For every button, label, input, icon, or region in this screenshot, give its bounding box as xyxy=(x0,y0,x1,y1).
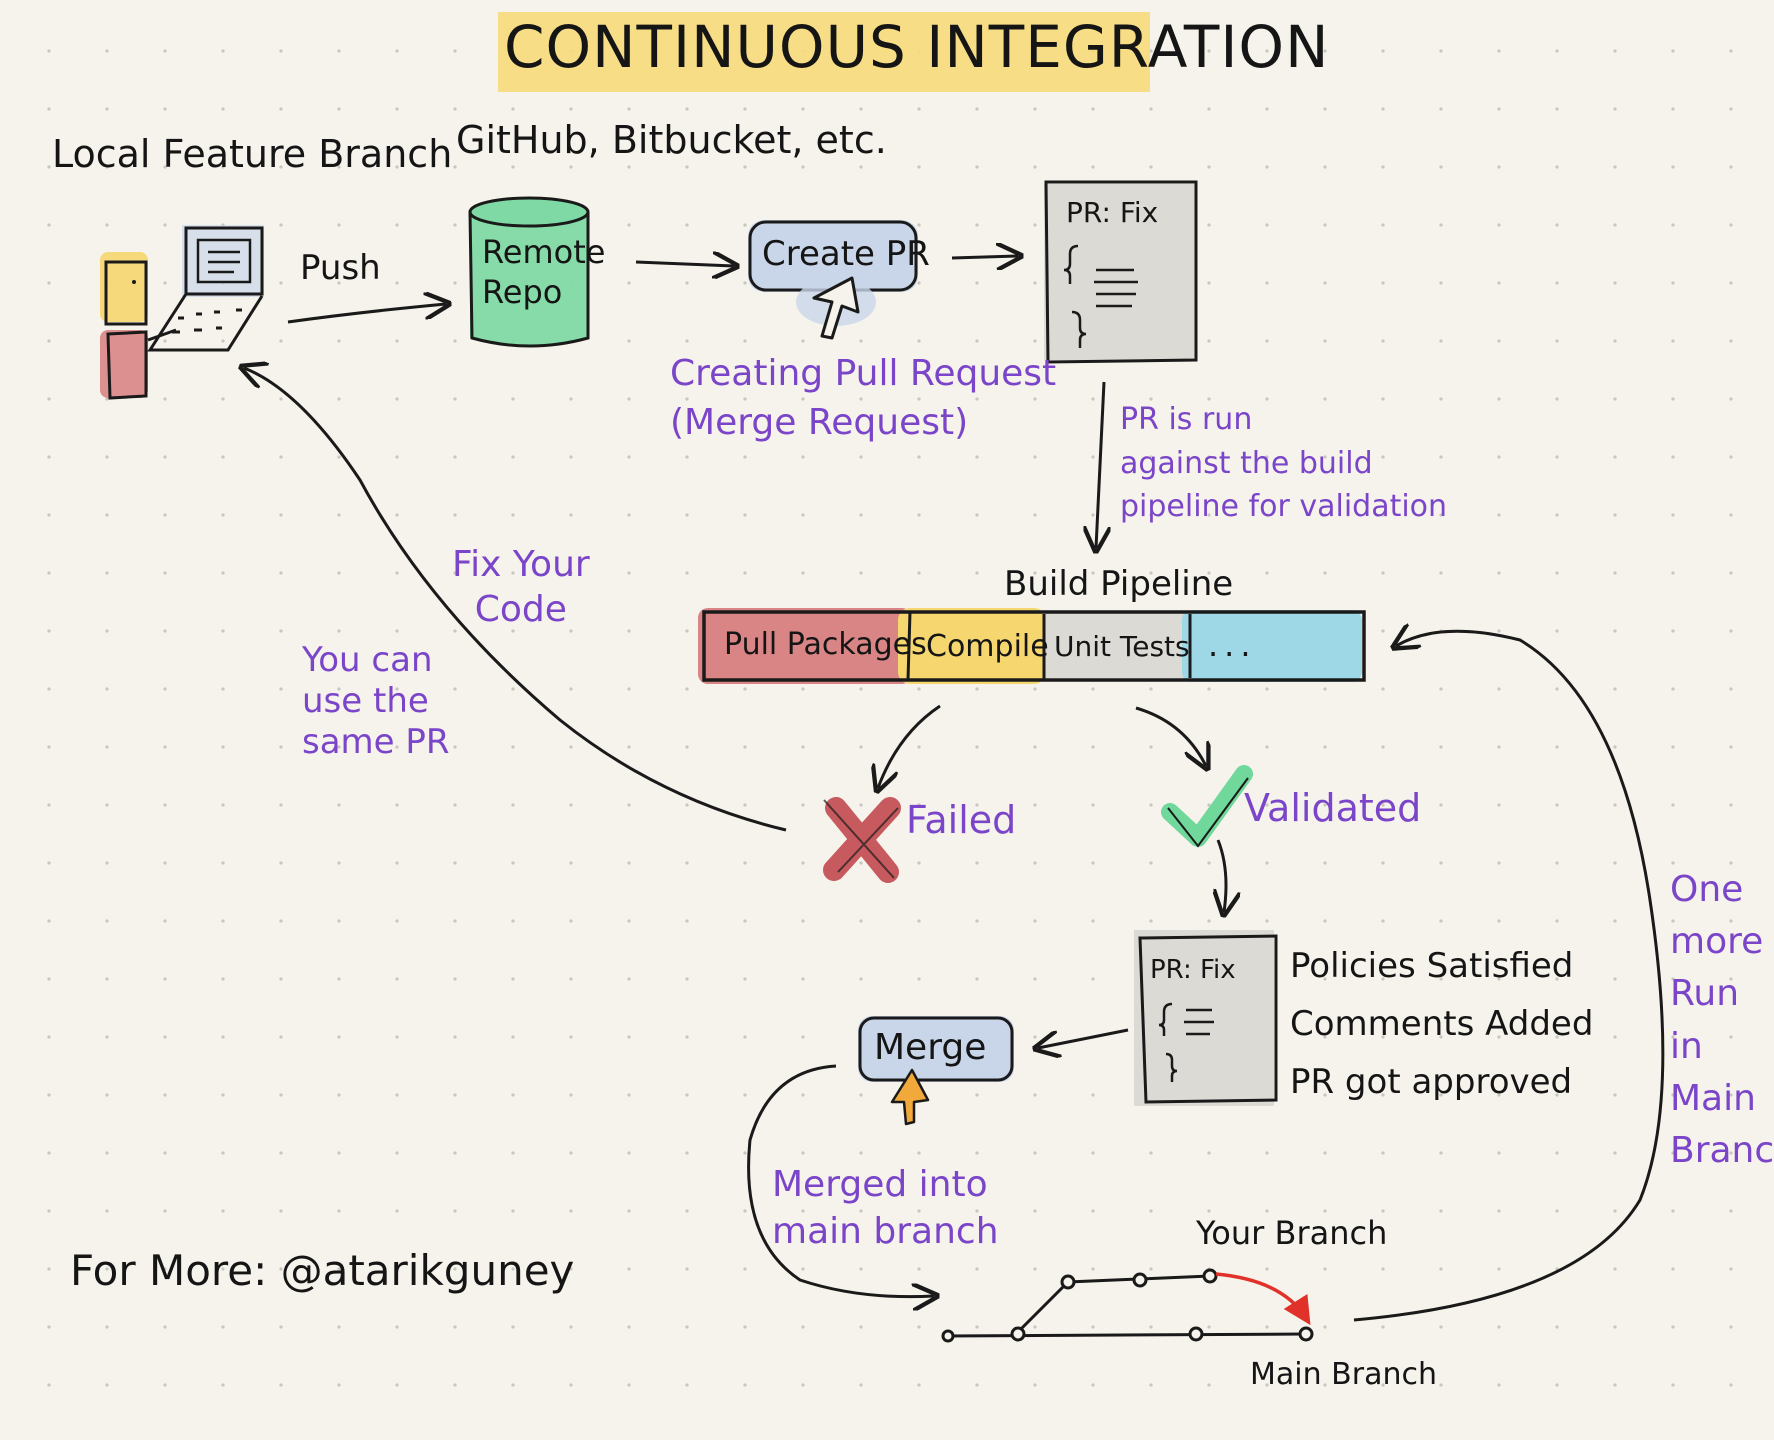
cursor-icon xyxy=(796,276,876,340)
pipeline-bar xyxy=(698,608,1366,684)
page-title: CONTINUOUS INTEGRATION xyxy=(504,13,1330,81)
pr-to-doc-arrow xyxy=(951,256,1018,258)
person-icon xyxy=(100,252,148,400)
merge-label: Merge xyxy=(874,1027,987,1068)
local-branch-label: Local Feature Branch xyxy=(52,132,453,176)
failed-label: Failed xyxy=(906,798,1017,842)
stage-unit-tests xyxy=(1044,612,1192,678)
cross-icon xyxy=(823,797,901,883)
pr-doc2-title: PR: Fix xyxy=(1150,955,1236,985)
merge-box xyxy=(858,1016,1014,1082)
for-more-credit: For More: @atarikguney xyxy=(70,1246,575,1295)
pr-doc-title: PR: Fix xyxy=(1066,196,1159,229)
stage-more-label: ... xyxy=(1208,626,1257,664)
failed-to-local-arrow xyxy=(244,368,787,832)
merged-into-note: Merged into main branch xyxy=(772,1164,999,1252)
doc-to-pipeline-arrow xyxy=(1096,381,1104,548)
pipeline-to-failed-arrow xyxy=(878,704,941,788)
policies-note: Policies Satisfied Comments Added PR got… xyxy=(1290,946,1594,1102)
validated-to-doc-arrow xyxy=(1218,839,1226,912)
title-highlight xyxy=(498,12,1150,92)
stage-compile-label: Compile xyxy=(926,629,1049,664)
creating-pr-note: Creating Pull Request (Merge Request) xyxy=(670,353,1057,443)
stage-more xyxy=(1182,610,1362,682)
repo-to-pr-arrow xyxy=(635,262,734,266)
remote-repo-label: Remote Repo xyxy=(482,233,606,311)
your-branch-label: Your Branch xyxy=(1196,1214,1388,1252)
laptop-icon xyxy=(147,225,264,352)
git-graph xyxy=(941,1268,1314,1343)
validated-label: Validated xyxy=(1244,786,1422,830)
stage-unit-tests-label: Unit Tests xyxy=(1054,630,1190,663)
one-more-run-note: One more Run in Main Branch xyxy=(1670,869,1774,1171)
main-branch-label: Main Branch xyxy=(1250,1357,1437,1392)
pr-run-note: PR is run against the build pipeline for… xyxy=(1120,402,1448,524)
build-pipeline-label: Build Pipeline xyxy=(1004,564,1234,604)
checkmark-icon xyxy=(1161,765,1253,848)
create-pr-label: Create PR xyxy=(762,234,930,274)
push-arrow xyxy=(287,304,446,324)
database-icon xyxy=(468,196,590,348)
branch-merge-arrow xyxy=(1215,1272,1311,1326)
pipeline-to-validated-arrow xyxy=(1135,706,1206,766)
main-run-arrow xyxy=(1353,631,1665,1322)
stage-pull-packages xyxy=(698,608,912,684)
doc-to-merge-arrow xyxy=(1038,1028,1129,1048)
stage-compile xyxy=(898,608,1046,684)
same-pr-note: You can use the same PR xyxy=(302,640,450,762)
push-label: Push xyxy=(300,248,381,288)
hosting-label: GitHub, Bitbucket, etc. xyxy=(456,118,887,162)
fix-code-note: Fix Your Code xyxy=(452,544,590,630)
document-icon xyxy=(1134,930,1278,1106)
cursor-icon xyxy=(890,1068,930,1126)
stage-pull-packages-label: Pull Packages xyxy=(724,627,927,662)
merge-to-branch-arrow xyxy=(747,1064,934,1297)
document-icon xyxy=(1044,180,1198,364)
